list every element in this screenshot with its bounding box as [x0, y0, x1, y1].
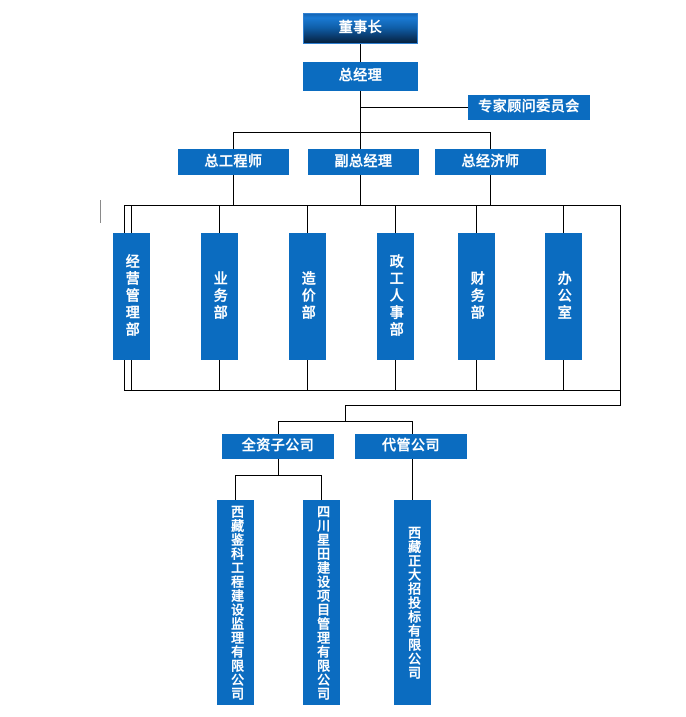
- node-deputy-general-manager[interactable]: 副总经理: [308, 149, 419, 175]
- connector-drop-top-dept-6: [563, 205, 564, 233]
- connector-drop-company-1: [235, 475, 236, 500]
- connector-drop-top-dept-5: [476, 205, 477, 233]
- node-department-political-work-hr[interactable]: 政工人事部: [377, 233, 414, 360]
- connector-drop-top-dept-2: [219, 205, 220, 233]
- connector-level5-bus: [278, 421, 412, 422]
- connector-wholly-owned-stem: [278, 459, 279, 475]
- connector-subsidiary-junction-stem: [345, 405, 346, 421]
- marker-gray-tick: [100, 200, 101, 223]
- connector-drop-company-3: [412, 459, 413, 500]
- connector-gm-to-advisory: [360, 107, 468, 108]
- connector-drop-bottom-dept-1: [131, 360, 132, 390]
- connector-level3-drop-chief-economist: [490, 132, 491, 149]
- node-advisory-committee[interactable]: 专家顾问委员会: [468, 95, 590, 120]
- connector-drop-managed: [412, 421, 413, 435]
- connector-level3-drop-deputy-gm: [360, 132, 361, 149]
- node-department-operations[interactable]: 业务部: [201, 233, 238, 360]
- connector-drop-bottom-dept-6: [563, 360, 564, 390]
- connector-level3-bus: [233, 132, 491, 133]
- node-general-manager[interactable]: 总经理: [303, 62, 418, 91]
- node-department-cost-estimation[interactable]: 造价部: [289, 233, 326, 360]
- connector-level3-drop-chief-engineer: [233, 132, 234, 149]
- node-department-general-office[interactable]: 办公室: [545, 233, 582, 360]
- connector-department-right-rail: [620, 205, 621, 405]
- connector-drop-top-dept-4: [395, 205, 396, 233]
- connector-gm-stem: [360, 91, 361, 155]
- node-wholly-owned-subsidiaries[interactable]: 全资子公司: [222, 434, 334, 459]
- node-department-business-management[interactable]: 经营管理部: [113, 233, 150, 360]
- connector-drop-bottom-dept-3: [307, 360, 308, 390]
- node-company-xizang-jianke-supervision[interactable]: 西藏鉴科工程建设监理有限公司: [217, 500, 254, 705]
- connector-drop-bottom-dept-4: [395, 360, 396, 390]
- connector-chairman-to-gm: [360, 44, 361, 62]
- connector-drop-top-dept-1: [131, 205, 132, 233]
- connector-drop-bottom-dept-5: [476, 360, 477, 390]
- node-managed-companies[interactable]: 代管公司: [355, 434, 467, 459]
- connector-drop-top-dept-3: [307, 205, 308, 233]
- node-department-finance[interactable]: 财务部: [458, 233, 495, 360]
- connector-drop-wholly-owned: [278, 421, 279, 435]
- node-chairman[interactable]: 董事长: [303, 13, 418, 44]
- connector-chief-engineer-to-dept-bus: [233, 175, 234, 205]
- connector-department-top-bus: [124, 205, 621, 206]
- node-chief-engineer[interactable]: 总工程师: [178, 149, 289, 175]
- connector-department-bottom-bus: [124, 390, 621, 391]
- connector-to-subsidiary-junction: [345, 405, 621, 406]
- connector-drop-bottom-dept-2: [219, 360, 220, 390]
- node-company-xizang-zhengda-bidding[interactable]: 西藏正大招投标有限公司: [394, 500, 431, 705]
- node-company-sichuan-xingtian-project-mgmt[interactable]: 四川星田建设项目管理有限公司: [303, 500, 340, 705]
- connector-chief-economist-to-dept-bus: [490, 175, 491, 205]
- connector-wholly-owned-bus: [235, 475, 322, 476]
- connector-deputy-gm-to-dept-bus: [360, 175, 361, 205]
- node-chief-economist[interactable]: 总经济师: [435, 149, 546, 175]
- connector-drop-company-2: [321, 475, 322, 500]
